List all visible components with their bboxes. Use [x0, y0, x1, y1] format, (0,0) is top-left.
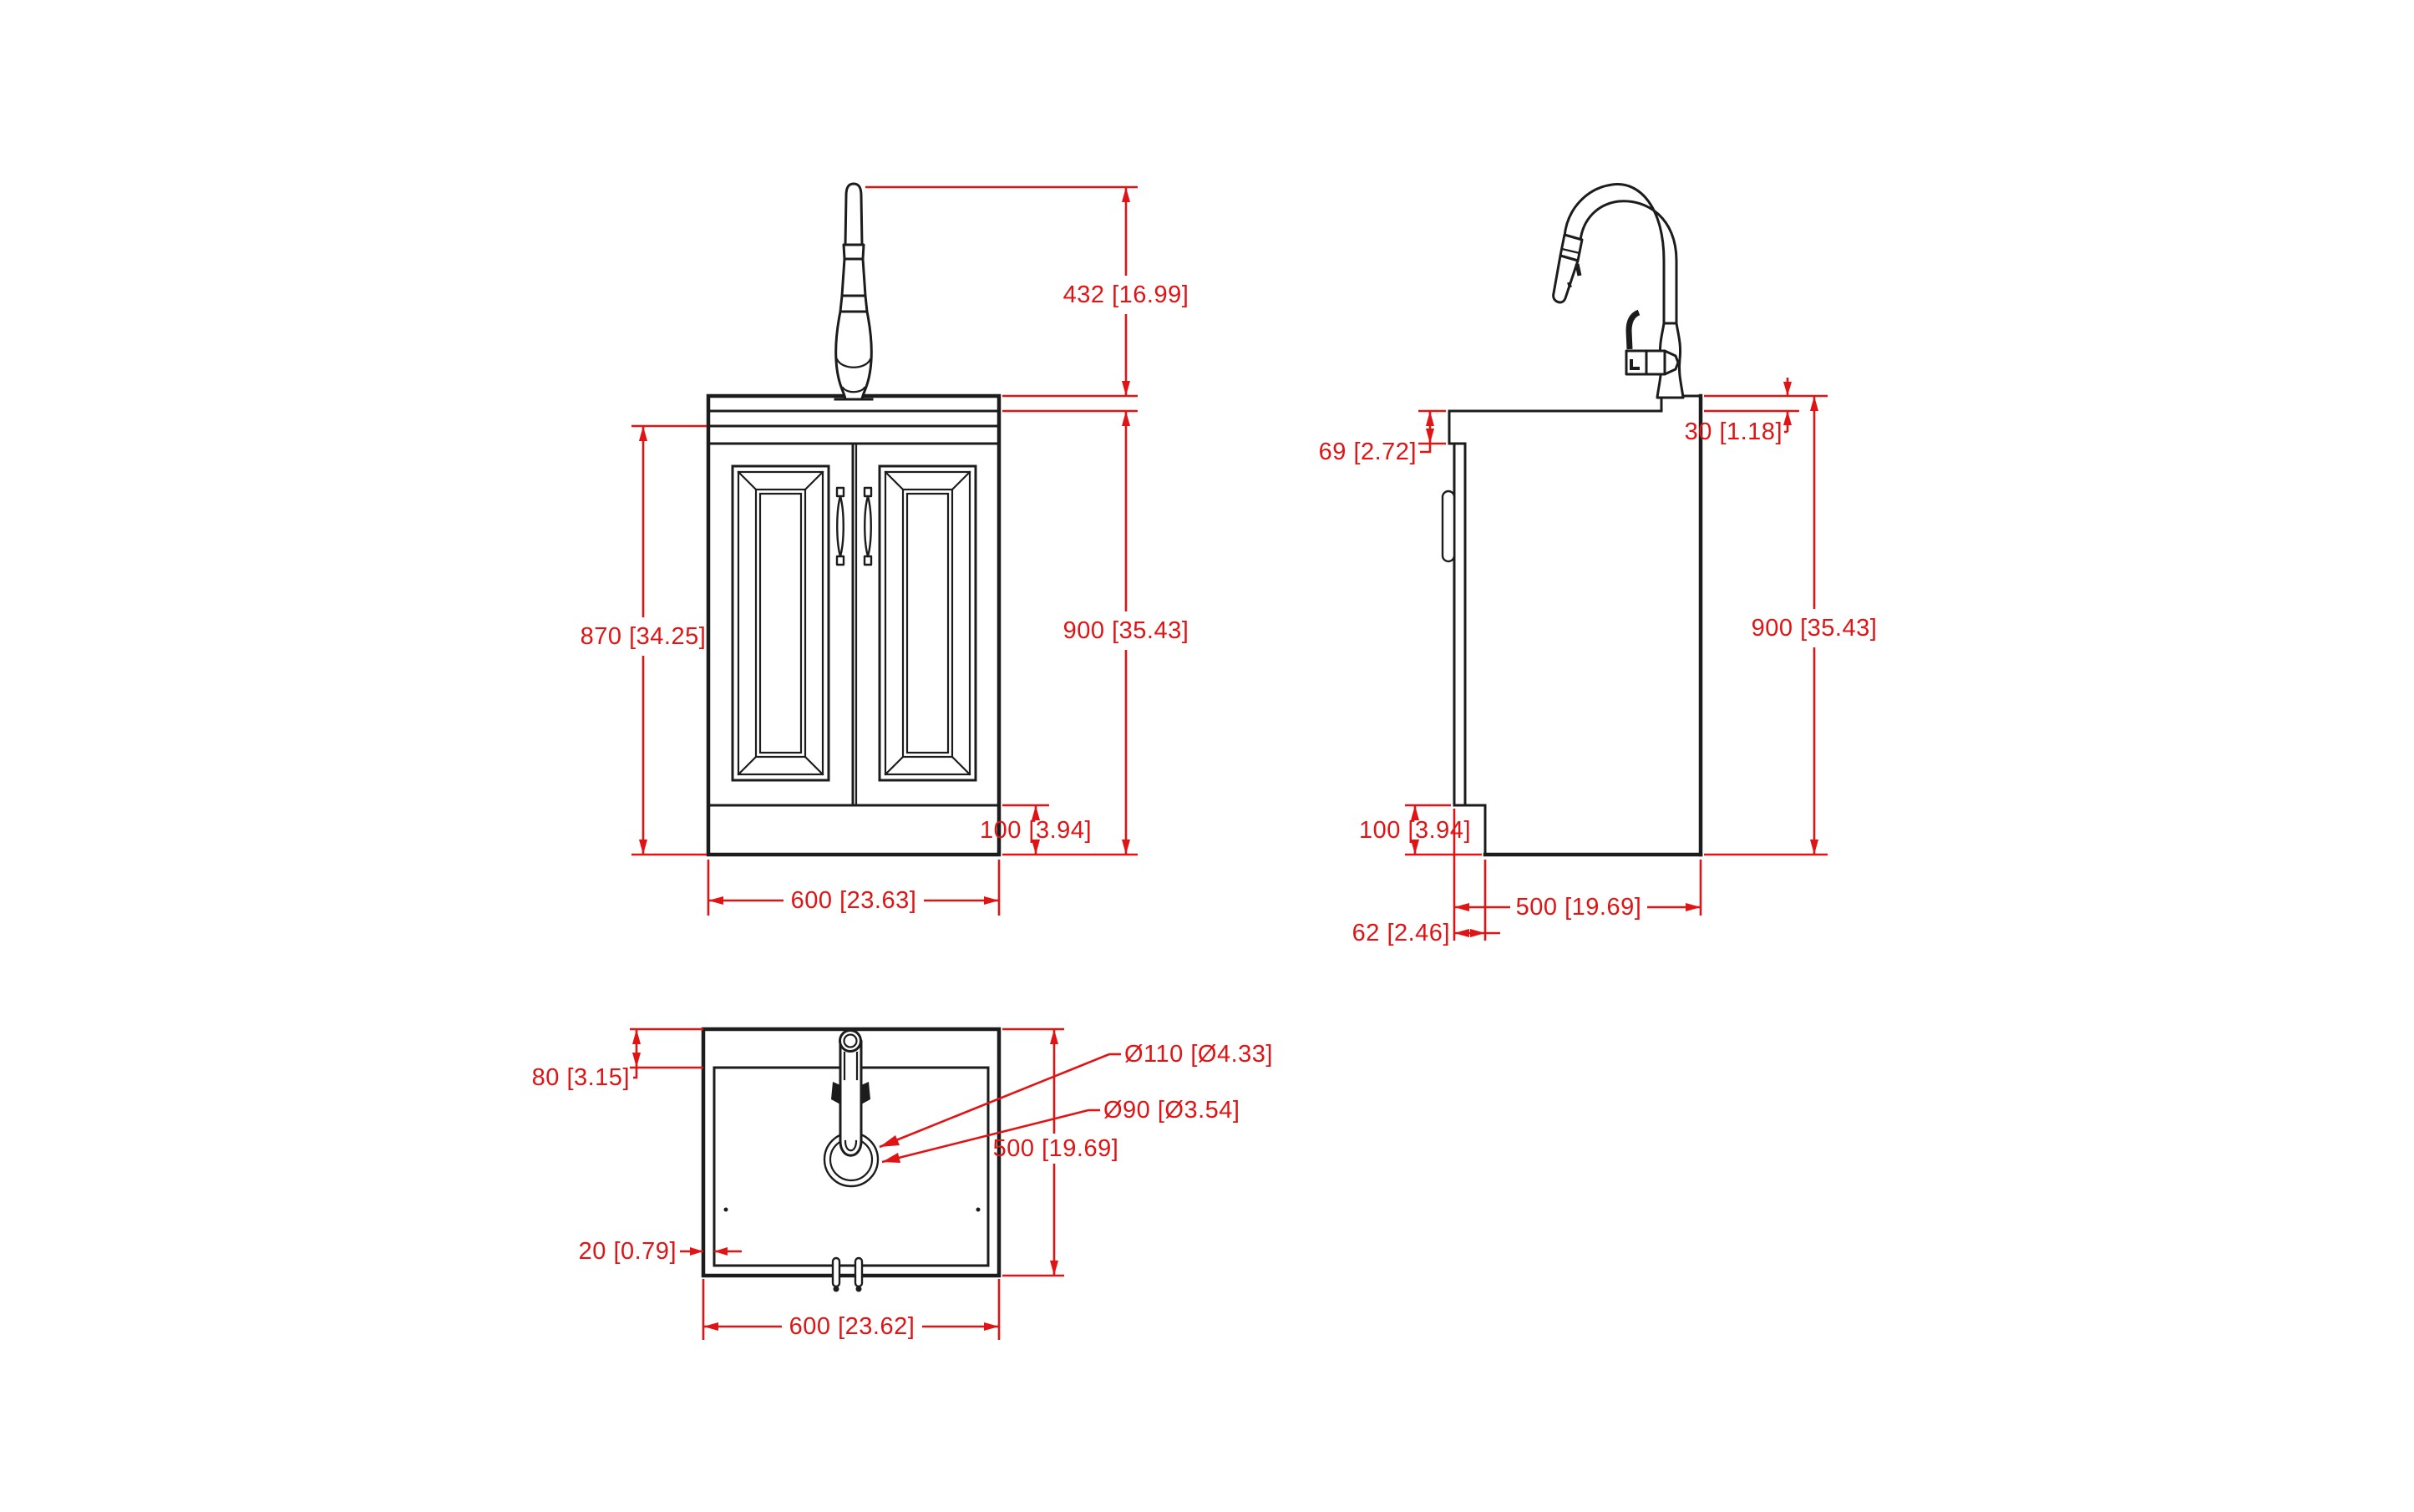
dim-top-width: 600 [23.62] — [789, 1313, 915, 1340]
dim-front-toe-kick-height: 100 [3.94] — [980, 817, 1092, 844]
dim-front-cabinet-height: 870 [34.25] — [581, 623, 707, 650]
dim-front-overall-height: 900 [35.43] — [1063, 617, 1189, 644]
dim-front-faucet-height: 432 [16.99] — [1063, 282, 1189, 308]
front-right-door-panel — [878, 464, 977, 782]
dim-side-toe-kick-depth: 62 [2.46] — [1352, 920, 1450, 946]
side-view: 69 [2.72] 30 [1.18] 900 [35.43] 100 — [1319, 183, 1878, 946]
dim-top-rim-offset: 20 [0.79] — [579, 1238, 677, 1265]
dim-top-deck-depth: 80 [3.15] — [532, 1064, 630, 1091]
dim-side-toe-kick-height: 100 [3.94] — [1359, 817, 1471, 844]
dim-side-countertop-thickness: 30 [1.18] — [1685, 419, 1783, 445]
top-mount-clips — [831, 1256, 864, 1292]
front-door-handles — [835, 486, 873, 566]
top-view: 80 [3.15] Ø110 [Ø4.33] Ø90 [Ø3.54] 500 [… — [532, 1027, 1273, 1340]
front-view: 432 [16.99] 900 [35.43] 870 [34.25] 100 … — [581, 182, 1189, 916]
front-left-door-panel — [731, 464, 830, 782]
dim-top-drain-outer: Ø110 [Ø4.33] — [1124, 1041, 1273, 1068]
front-cabinet-outline — [706, 393, 1002, 857]
front-faucet — [834, 182, 874, 401]
top-dimensions: 80 [3.15] Ø110 [Ø4.33] Ø90 [Ø3.54] 500 [… — [532, 1027, 1273, 1340]
dim-side-counter-edge: 69 [2.72] — [1319, 439, 1417, 465]
dim-side-depth: 500 [19.69] — [1516, 894, 1642, 921]
dim-front-width: 600 [23.63] — [791, 887, 917, 914]
top-faucet — [831, 1029, 870, 1157]
dim-top-depth: 500 [19.69] — [993, 1135, 1119, 1162]
side-dimensions: 69 [2.72] 30 [1.18] 900 [35.43] 100 — [1319, 378, 1878, 946]
side-cabinet-outline — [1441, 393, 1703, 857]
dim-side-overall-height: 900 [35.43] — [1752, 615, 1878, 642]
dim-top-drain-inner: Ø90 [Ø3.54] — [1103, 1097, 1240, 1124]
side-faucet — [1552, 183, 1685, 399]
front-dimensions: 432 [16.99] 900 [35.43] 870 [34.25] 100 … — [581, 185, 1189, 916]
